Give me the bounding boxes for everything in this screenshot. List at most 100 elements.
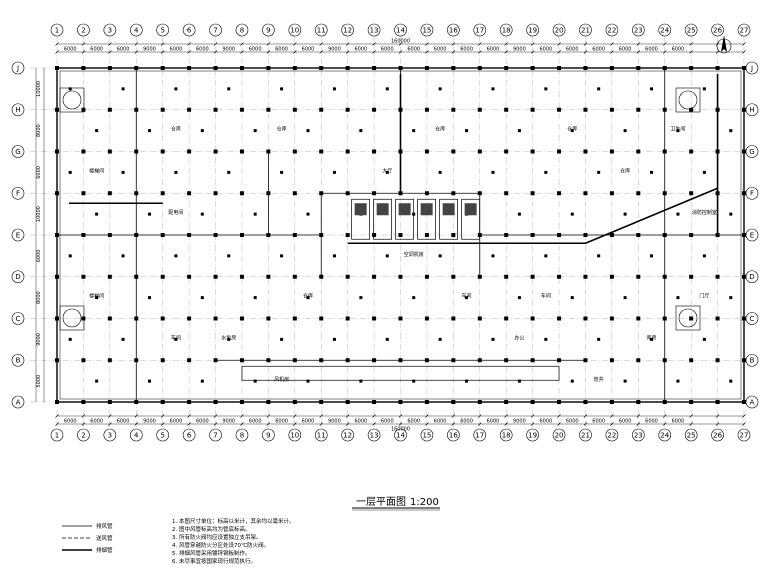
column: [134, 400, 139, 404]
axis-bubble-label: 10: [290, 431, 299, 439]
fan-section: [354, 203, 367, 216]
room-label: 大厅: [382, 167, 392, 174]
stair-well: [678, 90, 698, 110]
column: [662, 316, 667, 321]
dimension-value: 6000: [434, 47, 447, 53]
axis-bubble-label: H: [749, 106, 754, 114]
dimension-value: 6000: [354, 47, 367, 53]
axis-bubble: [745, 145, 759, 158]
room-label: 空调机房: [404, 251, 424, 258]
stair-core: [59, 87, 85, 113]
axis-bubble-label: 8: [240, 26, 244, 34]
column: [650, 337, 654, 341]
column: [227, 254, 231, 258]
dimension-tick: [557, 50, 561, 54]
column: [239, 191, 244, 196]
column: [477, 66, 482, 70]
axis-bubble-label: 24: [660, 431, 669, 439]
column: [187, 107, 192, 112]
axis-bubble: [684, 428, 698, 442]
axis-bubble: [77, 428, 90, 442]
column: [557, 191, 562, 196]
dimension-value: 6000: [275, 47, 288, 53]
column: [345, 233, 350, 237]
axis-bubble-label: 9: [266, 431, 270, 439]
column: [650, 170, 654, 174]
column: [504, 316, 509, 321]
axis-bubble: [11, 228, 25, 242]
room-label: 仓库: [620, 167, 630, 174]
column: [689, 191, 694, 196]
column: [398, 274, 403, 279]
dimension-tick: [293, 422, 297, 426]
column: [398, 358, 403, 363]
column: [174, 254, 178, 258]
column: [187, 400, 192, 404]
column: [213, 233, 218, 237]
column: [504, 66, 509, 70]
column: [266, 316, 271, 321]
column: [676, 296, 680, 300]
dimension-total: 160000: [391, 427, 410, 433]
axis-bubble: [473, 428, 487, 442]
column: [213, 274, 218, 279]
column: [280, 87, 284, 91]
column: [623, 129, 627, 133]
axis-bubble-label: 20: [555, 431, 564, 439]
column: [253, 379, 257, 383]
column: [107, 316, 112, 321]
dimension-tick: [478, 422, 482, 426]
column: [345, 107, 350, 112]
column: [451, 400, 456, 404]
axis-bubble: [288, 23, 302, 37]
axis-bubble: [182, 428, 196, 442]
column: [438, 170, 442, 174]
column: [609, 191, 614, 196]
column: [517, 212, 521, 216]
axis-bubble-label: 2: [81, 26, 85, 34]
column: [742, 358, 746, 363]
dimension-tick: [81, 42, 86, 46]
column: [438, 87, 442, 91]
column: [609, 107, 614, 112]
column: [702, 337, 706, 341]
dimension-value: 6000: [302, 419, 315, 425]
column: [55, 66, 59, 70]
axis-bubble-label: 1: [55, 431, 59, 439]
axis-bubble: [314, 428, 328, 442]
column: [266, 274, 271, 279]
dimension-value: 6000: [460, 47, 473, 53]
column: [689, 107, 694, 112]
column: [213, 400, 218, 404]
legend: 排风管 送风管 排烟管: [62, 522, 113, 554]
axis-bubble-label: 22: [607, 26, 616, 34]
dimension-tick: [504, 42, 508, 46]
column: [385, 337, 389, 341]
axis-bubble-label: 3: [108, 431, 112, 439]
dimension-tick: [557, 422, 561, 426]
dimension-value: 8000: [36, 124, 42, 137]
dimension-value: 6000: [487, 47, 500, 53]
dimension-tick: [134, 42, 138, 46]
room-label: 车间: [541, 293, 551, 300]
axis-bubble: [394, 23, 407, 37]
column: [451, 107, 456, 112]
column: [319, 274, 324, 279]
column: [319, 149, 324, 154]
axis-bubble-label: 20: [555, 26, 564, 34]
column: [213, 191, 218, 196]
dimension-value: 6000: [381, 419, 394, 425]
column: [200, 379, 204, 383]
axis-bubble: [499, 428, 513, 442]
column: [398, 66, 403, 70]
dimension-value: 6000: [381, 47, 394, 53]
column: [609, 274, 614, 279]
column: [95, 212, 99, 216]
column: [107, 233, 112, 237]
column: [636, 400, 641, 404]
dimension-value: 9000: [513, 419, 526, 425]
duct-chase: [241, 365, 560, 381]
